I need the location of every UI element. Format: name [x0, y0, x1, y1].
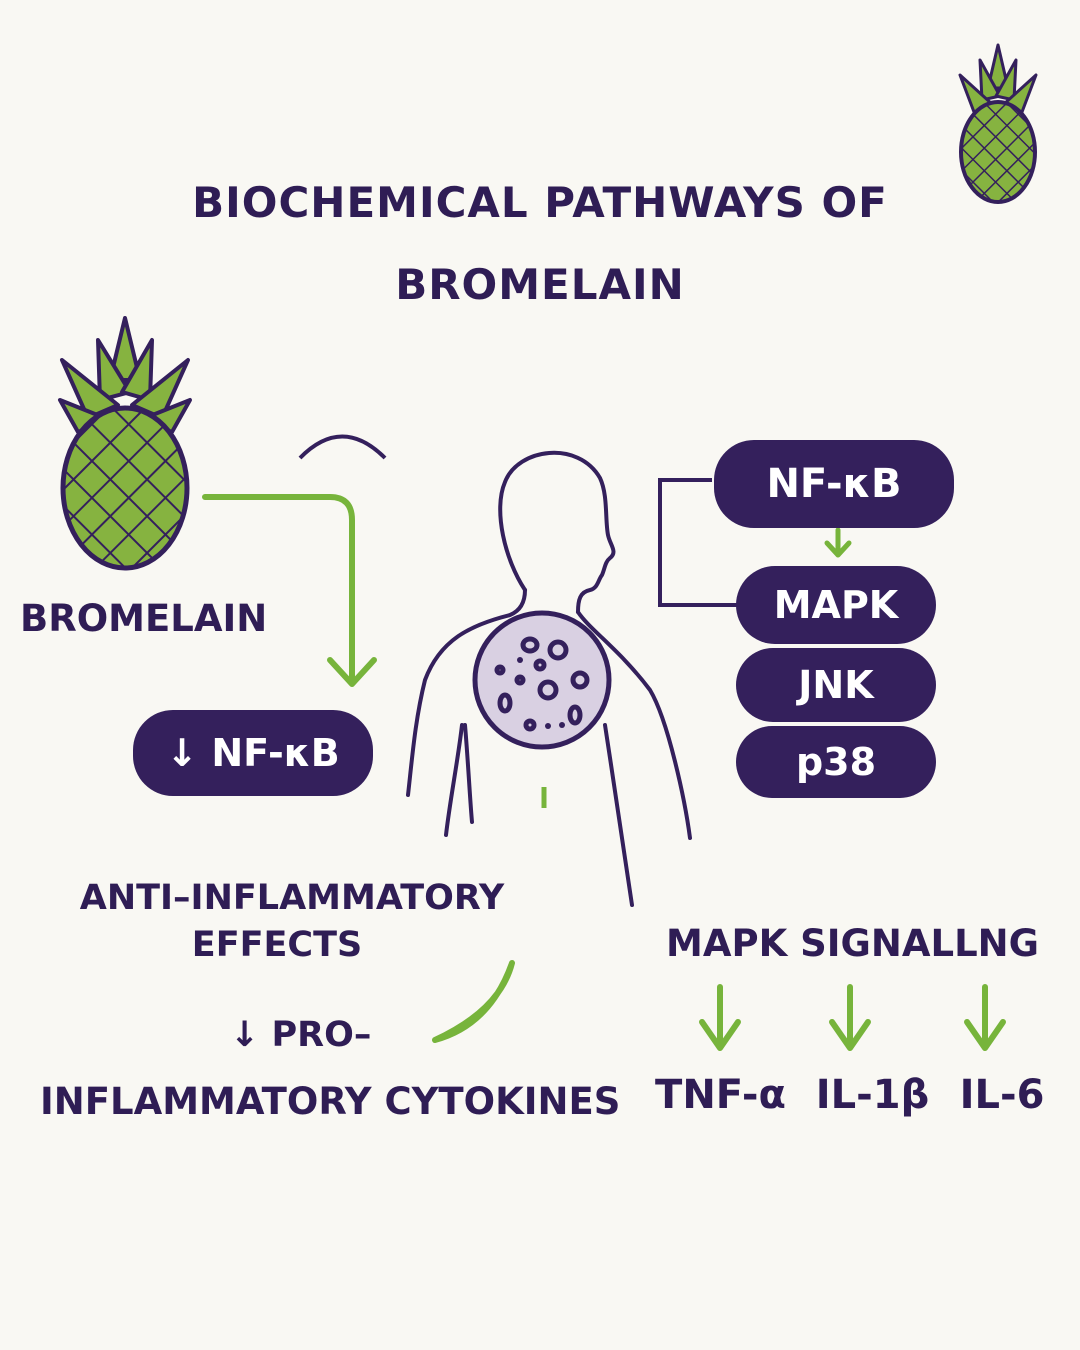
arrow-down-icon	[829, 984, 871, 1051]
cytokine-il6: IL-6	[959, 1072, 1045, 1118]
pathway-box-label: NF-κB	[766, 461, 902, 507]
pathway-box-label: p38	[795, 740, 877, 784]
pathway-box-label: MAPK	[773, 583, 899, 627]
human-silhouette-icon	[406, 451, 692, 907]
pathway-box-label: JNK	[798, 663, 874, 707]
pathway-box-nfkb: NF-κB	[714, 440, 954, 528]
nfkb-inhibition-box: ↓ NF-κB	[133, 710, 373, 796]
pathway-box-p38: p38	[736, 726, 936, 798]
page-title-line-1: BIOCHEMICAL PATHWAYS OF	[192, 178, 888, 227]
arrow-down-icon	[824, 527, 852, 558]
pineapple-icon	[58, 316, 192, 571]
arrow-down-icon	[964, 984, 1006, 1051]
pineapple-icon	[958, 43, 1038, 204]
cytokines-label-line-1: ↓ PRO–	[230, 1015, 372, 1055]
inflamed-cell-icon	[472, 610, 612, 750]
pathway-box-jnk: JNK	[736, 648, 936, 722]
cytokines-label-line-2: INFLAMMATORY CYTOKINES	[40, 1080, 621, 1123]
mapk-signalling-label: MAPK SIGNALLNG	[666, 922, 1039, 965]
pathway-bracket	[658, 478, 738, 607]
arrow-down-icon	[699, 984, 741, 1051]
pathway-box-mapk: MAPK	[736, 566, 936, 644]
arrow-down-icon	[202, 494, 377, 687]
effects-label-line-1: ANTI–INFLAMMATORY	[79, 878, 505, 918]
green-curve	[432, 960, 515, 1043]
nfkb-inhibition-label: ↓ NF-κB	[166, 731, 340, 775]
bromelain-label: BROMELAIN	[20, 597, 268, 640]
cytokine-tnf-alpha: TNF-α	[655, 1072, 786, 1118]
decorative-arc	[298, 434, 387, 460]
cytokine-il1-beta: IL-1β	[815, 1072, 930, 1118]
effects-label-line-2: EFFECTS	[191, 925, 363, 965]
page-title-line-2: BROMELAIN	[395, 260, 685, 309]
